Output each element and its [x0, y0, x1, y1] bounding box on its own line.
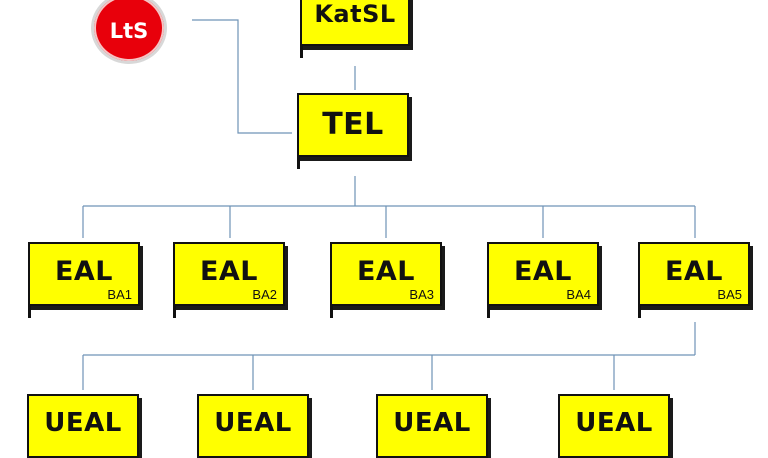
connector-lts-tel — [192, 19, 292, 134]
sign-pole — [638, 304, 641, 318]
ueal-sign-4: UEAL — [558, 394, 670, 458]
sign-pole — [330, 304, 333, 318]
sign-pole — [300, 44, 303, 58]
eal-sign-ba1: EAL BA1 — [28, 242, 140, 318]
sign-pole — [297, 155, 300, 169]
ueal-label: UEAL — [44, 408, 122, 438]
lts-badge: LtS — [91, 0, 167, 64]
eal-sublabel: BA1 — [107, 287, 132, 302]
ueal-label: UEAL — [214, 408, 292, 438]
eal-label: EAL — [356, 256, 416, 287]
sign-pole — [173, 304, 176, 318]
ueal-sign-3: UEAL — [376, 394, 488, 458]
ueal-label: UEAL — [393, 408, 471, 438]
eal-sublabel: BA2 — [252, 287, 277, 302]
katsl-sign: KatSL — [300, 0, 410, 58]
eal-sign-ba4: EAL BA4 — [487, 242, 599, 318]
lts-badge-label: LtS — [109, 19, 149, 43]
eal-sign-ba3: EAL BA3 — [330, 242, 442, 318]
eal-label: EAL — [513, 256, 573, 287]
eal-sublabel: BA4 — [566, 287, 591, 302]
katsl-label: KatSL — [314, 0, 396, 28]
eal-label: EAL — [54, 256, 114, 287]
ueal-label: UEAL — [575, 408, 653, 438]
tel-sign: TEL — [297, 93, 409, 169]
ueal-sign-2: UEAL — [197, 394, 309, 458]
ueal-sign-1: UEAL — [27, 394, 139, 458]
tel-label: TEL — [322, 107, 384, 142]
eal-label: EAL — [664, 256, 724, 287]
eal-sublabel: BA3 — [409, 287, 434, 302]
eal-label: EAL — [199, 256, 259, 287]
sign-pole — [28, 304, 31, 318]
eal-sign-ba5: EAL BA5 — [638, 242, 750, 318]
eal-sublabel: BA5 — [717, 287, 742, 302]
sign-pole — [487, 304, 490, 318]
eal-sign-ba2: EAL BA2 — [173, 242, 285, 318]
